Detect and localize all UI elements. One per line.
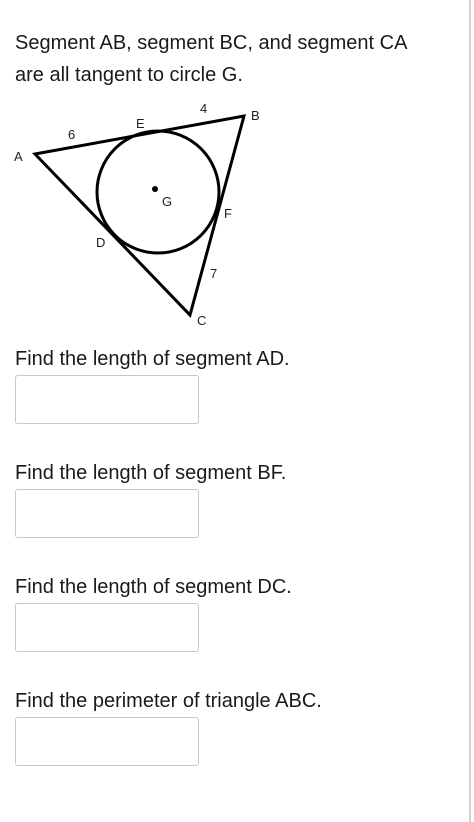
triangle-abc — [31, 114, 247, 318]
center-point — [152, 186, 158, 192]
length-fc: 7 — [210, 266, 217, 281]
question-perimeter: Find the perimeter of triangle ABC. — [15, 690, 322, 712]
triangle-figure: A B C D E F G 6 4 7 — [14, 101, 260, 328]
length-ae: 6 — [68, 127, 75, 142]
label-f: F — [224, 206, 232, 221]
inscribed-circle — [95, 129, 221, 255]
length-eb: 4 — [200, 101, 207, 116]
label-b: B — [251, 108, 260, 123]
right-border — [469, 0, 471, 822]
label-c: C — [197, 313, 206, 328]
answer-input-perimeter[interactable] — [15, 717, 199, 766]
answer-input-bf[interactable] — [15, 489, 199, 538]
label-a: A — [14, 149, 23, 164]
question-dc: Find the length of segment DC. — [15, 576, 292, 598]
problem-line-1: Segment AB, segment BC, and segment CA — [15, 32, 408, 54]
answer-input-dc[interactable] — [15, 603, 199, 652]
answer-input-ad[interactable] — [15, 375, 199, 424]
question-ad: Find the length of segment AD. — [15, 348, 290, 370]
problem-statement: Segment AB, segment BC, and segment CA a… — [15, 27, 455, 91]
problem-line-2: are all tangent to circle G. — [15, 64, 243, 86]
label-e: E — [136, 116, 145, 131]
label-g: G — [162, 194, 172, 209]
question-bf: Find the length of segment BF. — [15, 462, 287, 484]
label-d: D — [96, 235, 105, 250]
